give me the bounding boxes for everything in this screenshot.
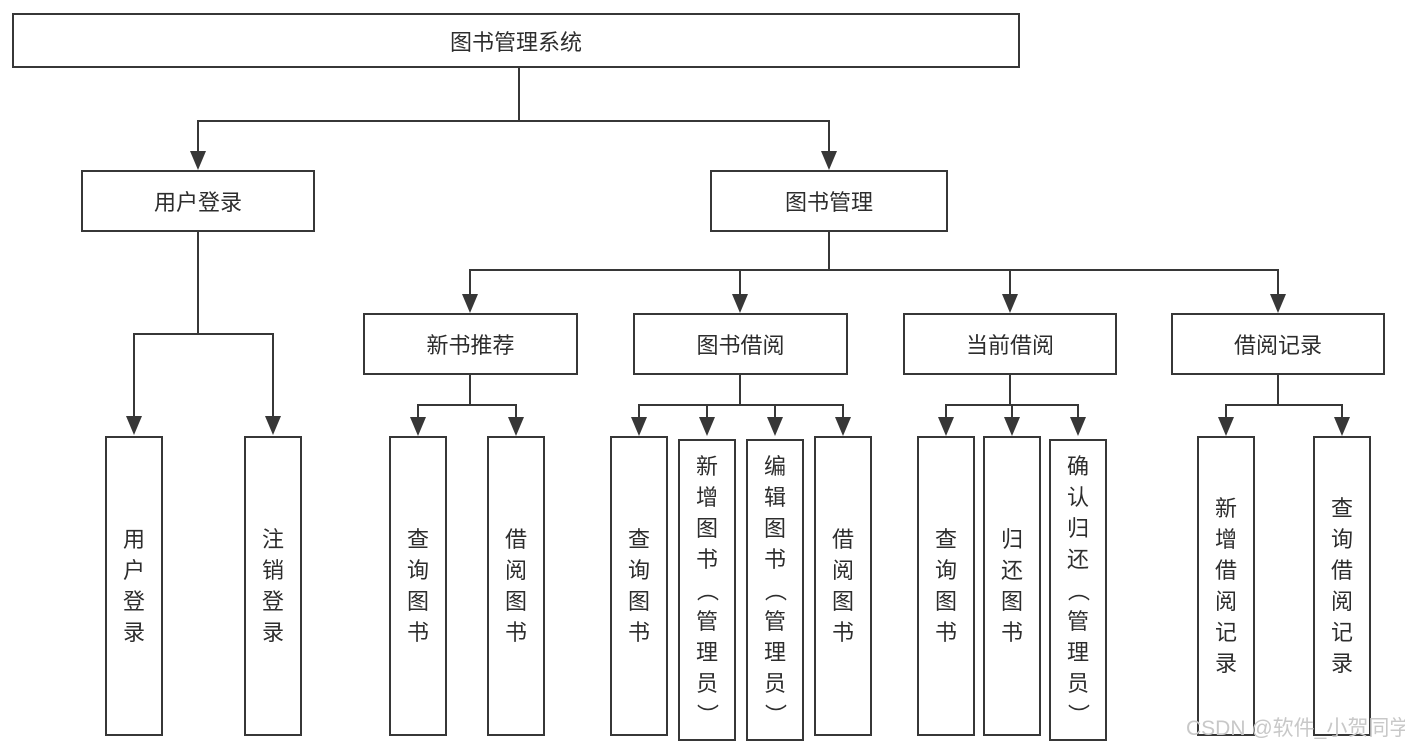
arrowhead-down xyxy=(1002,294,1018,313)
node-bb-borrow-book: 借阅图书 xyxy=(814,436,872,736)
node-bb-query-book: 查询图书 xyxy=(610,436,668,736)
connector-currentborrow-stem-1 xyxy=(945,404,947,418)
node-cb-query-book: 查询图书 xyxy=(917,436,975,736)
connector-records-stem-1 xyxy=(1225,404,1227,418)
node-bb-borrow-book-label: 借阅图书 xyxy=(831,527,854,645)
node-cb-confirm-return-admin-label: 确认归还（管理员） xyxy=(1065,453,1091,726)
connector-bookmgmt-hline xyxy=(469,269,1279,271)
connector-bookborrow-hline xyxy=(638,404,844,406)
connector-root-hline xyxy=(197,120,830,122)
arrowhead-down xyxy=(835,417,851,436)
connector-newbook-stem-1 xyxy=(417,404,419,418)
connector-currentborrow-stem-2 xyxy=(1011,404,1013,418)
connector-records-vline xyxy=(1277,375,1279,406)
arrowhead-down xyxy=(732,294,748,313)
node-br-query-record-label: 查询借阅记录 xyxy=(1330,496,1353,676)
node-book-management-label: 图书管理 xyxy=(784,190,873,215)
node-cb-return-book: 归还图书 xyxy=(983,436,1041,736)
node-bb-edit-book-admin-label: 编辑图书（管理员） xyxy=(762,453,788,726)
arrowhead-down xyxy=(508,417,524,436)
connector-bookborrow-stem-4 xyxy=(842,404,844,418)
arrowhead-down xyxy=(938,417,954,436)
arrowhead-down xyxy=(1004,417,1020,436)
connector-bookborrow-stem-2 xyxy=(706,404,708,418)
node-bb-edit-book-admin: 编辑图书（管理员） xyxy=(746,439,804,741)
arrowhead-down xyxy=(265,416,281,435)
node-br-query-record: 查询借阅记录 xyxy=(1313,436,1371,736)
connector-bookmgmt-vline xyxy=(828,232,830,271)
arrowhead-down xyxy=(1218,417,1234,436)
node-current-borrow-label: 当前借阅 xyxy=(965,333,1054,358)
node-book-management: 图书管理 xyxy=(710,170,948,232)
node-library-system-label: 图书管理系统 xyxy=(449,29,582,55)
node-bb-add-book-admin: 新增图书（管理员） xyxy=(678,439,736,741)
connector-bookborrow-stem-1 xyxy=(638,404,640,418)
connector-currentborrow-stem-3 xyxy=(1077,404,1079,418)
connector-userlogin-stem-1 xyxy=(133,333,135,417)
connector-bookmgmt-stem-1 xyxy=(469,269,471,295)
node-cb-confirm-return-admin: 确认归还（管理员） xyxy=(1049,439,1107,741)
node-cb-query-book-label: 查询图书 xyxy=(934,527,957,645)
connector-newbook-stem-2 xyxy=(515,404,517,418)
node-new-book-recommend: 新书推荐 xyxy=(363,313,578,375)
connector-bookmgmt-stem-4 xyxy=(1277,269,1279,295)
arrowhead-down xyxy=(1070,417,1086,436)
arrowhead-down xyxy=(767,417,783,436)
connector-newbook-hline xyxy=(417,404,517,406)
node-cb-return-book-label: 归还图书 xyxy=(1000,527,1023,645)
node-book-borrow: 图书借阅 xyxy=(633,313,848,375)
connector-root-stem-left xyxy=(197,120,199,151)
connector-userlogin-stem-2 xyxy=(272,333,274,417)
node-rec-query-book: 查询图书 xyxy=(389,436,447,736)
connector-userlogin-hline xyxy=(133,333,274,335)
connector-root-vline xyxy=(518,68,520,120)
node-user-login: 用户登录 xyxy=(81,170,315,232)
node-rec-query-book-label: 查询图书 xyxy=(406,527,429,645)
arrowhead-down xyxy=(1270,294,1286,313)
node-current-borrow: 当前借阅 xyxy=(903,313,1117,375)
arrowhead-down xyxy=(126,416,142,435)
node-bb-query-book-label: 查询图书 xyxy=(627,527,650,645)
connector-bookmgmt-stem-3 xyxy=(1009,269,1011,295)
node-user-login-leaf-label: 用户登录 xyxy=(122,527,145,645)
node-logout-label: 注销登录 xyxy=(261,527,284,645)
node-user-login-leaf: 用户登录 xyxy=(105,436,163,736)
connector-bookborrow-vline xyxy=(739,375,741,406)
node-new-book-recommend-label: 新书推荐 xyxy=(426,333,515,358)
node-user-login-label: 用户登录 xyxy=(153,190,242,215)
arrowhead-down xyxy=(190,151,206,170)
connector-bookborrow-stem-3 xyxy=(774,404,776,418)
arrowhead-down xyxy=(462,294,478,313)
node-logout: 注销登录 xyxy=(244,436,302,736)
connector-records-hline xyxy=(1225,404,1343,406)
connector-root-stem-right xyxy=(828,120,830,151)
connector-newbook-vline xyxy=(469,375,471,406)
node-borrow-records: 借阅记录 xyxy=(1171,313,1385,375)
csdn-watermark: CSDN @软件_小贺同学 xyxy=(1186,717,1405,740)
connector-bookmgmt-stem-2 xyxy=(739,269,741,295)
node-bb-add-book-admin-label: 新增图书（管理员） xyxy=(694,453,720,726)
node-br-add-record: 新增借阅记录 xyxy=(1197,436,1255,736)
arrowhead-down xyxy=(1334,417,1350,436)
node-rec-borrow-book: 借阅图书 xyxy=(487,436,545,736)
node-library-system: 图书管理系统 xyxy=(12,13,1020,68)
arrowhead-down xyxy=(410,417,426,436)
connector-records-stem-2 xyxy=(1341,404,1343,418)
node-rec-borrow-book-label: 借阅图书 xyxy=(504,527,527,645)
arrowhead-down xyxy=(699,417,715,436)
arrowhead-down xyxy=(821,151,837,170)
connector-userlogin-vline xyxy=(197,232,199,335)
node-borrow-records-label: 借阅记录 xyxy=(1233,333,1322,358)
node-br-add-record-label: 新增借阅记录 xyxy=(1214,496,1237,676)
connector-currentborrow-vline xyxy=(1009,375,1011,406)
node-book-borrow-label: 图书借阅 xyxy=(696,333,785,358)
arrowhead-down xyxy=(631,417,647,436)
